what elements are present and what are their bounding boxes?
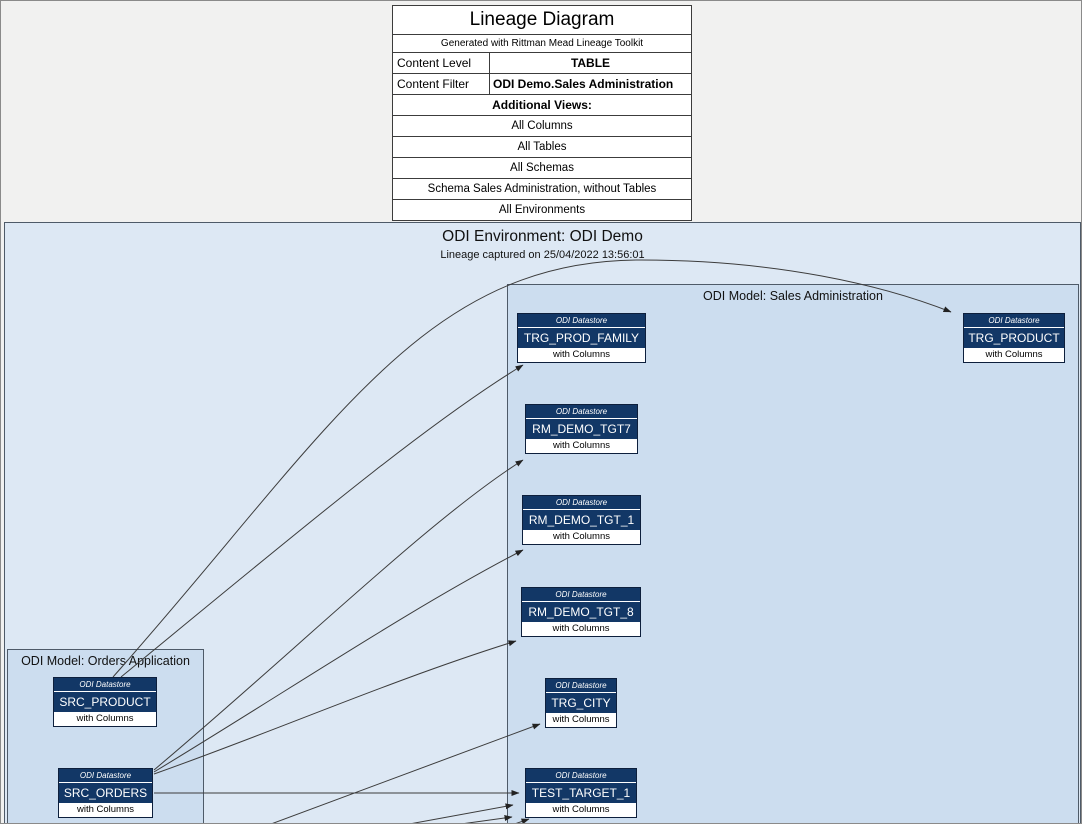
view-link-all-columns[interactable]: All Columns — [392, 115, 692, 137]
datastore-name: SRC_ORDERS — [59, 783, 152, 803]
datastore-type-label: ODI Datastore — [54, 678, 156, 692]
environment-title: ODI Environment: ODI Demo — [442, 228, 643, 245]
datastore-columns-link[interactable]: with Columns — [54, 712, 156, 726]
datastore-name: SRC_PRODUCT — [54, 692, 156, 712]
model-title-orders-application: ODI Model: Orders Application — [21, 654, 190, 668]
content-level-label: Content Level — [392, 52, 490, 74]
datastore-name: TRG_CITY — [546, 693, 616, 713]
datastore-columns-link[interactable]: with Columns — [523, 530, 640, 544]
content-filter-value: ODI Demo.Sales Administration — [489, 73, 692, 95]
datastore-columns-link[interactable]: with Columns — [526, 803, 636, 817]
datastore-name: TRG_PRODUCT — [964, 328, 1064, 348]
datastore-type-label: ODI Datastore — [523, 496, 640, 510]
datastore-name: RM_DEMO_TGT_8 — [522, 602, 640, 622]
datastore-type-label: ODI Datastore — [518, 314, 645, 328]
additional-views-heading: Additional Views: — [392, 94, 692, 116]
datastore-type-label: ODI Datastore — [546, 679, 616, 693]
datastore-type-label: ODI Datastore — [964, 314, 1064, 328]
view-link-all-schemas[interactable]: All Schemas — [392, 157, 692, 179]
view-link-all-tables[interactable]: All Tables — [392, 136, 692, 158]
datastore-columns-link[interactable]: with Columns — [526, 439, 637, 453]
datastore-type-label: ODI Datastore — [59, 769, 152, 783]
content-level-value: TABLE — [489, 52, 692, 74]
datastore-name: RM_DEMO_TGT_1 — [523, 510, 640, 530]
generator-subtitle: Generated with Rittman Mead Lineage Tool… — [392, 34, 692, 53]
model-title-sales-administration: ODI Model: Sales Administration — [703, 289, 883, 303]
environment-caption: Lineage captured on 25/04/2022 13:56:01 — [440, 249, 645, 261]
page-title: Lineage Diagram — [392, 5, 692, 35]
datastore-name: RM_DEMO_TGT7 — [526, 419, 637, 439]
datastore-type-label: ODI Datastore — [522, 588, 640, 602]
datastore-name: TEST_TARGET_1 — [526, 783, 636, 803]
datastore-columns-link[interactable]: with Columns — [518, 348, 645, 362]
header-table: Lineage Diagram Generated with Rittman M… — [392, 5, 692, 221]
datastore-type-label: ODI Datastore — [526, 405, 637, 419]
datastore-type-label: ODI Datastore — [526, 769, 636, 783]
view-link-all-environments[interactable]: All Environments — [392, 199, 692, 221]
datastore-columns-link[interactable]: with Columns — [59, 803, 152, 817]
model-box-sales-administration: ODI Model: Sales Administration — [507, 284, 1079, 823]
content-filter-label: Content Filter — [392, 73, 490, 95]
datastore-columns-link[interactable]: with Columns — [964, 348, 1064, 362]
datastore-columns-link[interactable]: with Columns — [546, 713, 616, 727]
datastore-columns-link[interactable]: with Columns — [522, 622, 640, 636]
view-link-schema-sales-admin-without-tables[interactable]: Schema Sales Administration, without Tab… — [392, 178, 692, 200]
datastore-name: TRG_PROD_FAMILY — [518, 328, 645, 348]
